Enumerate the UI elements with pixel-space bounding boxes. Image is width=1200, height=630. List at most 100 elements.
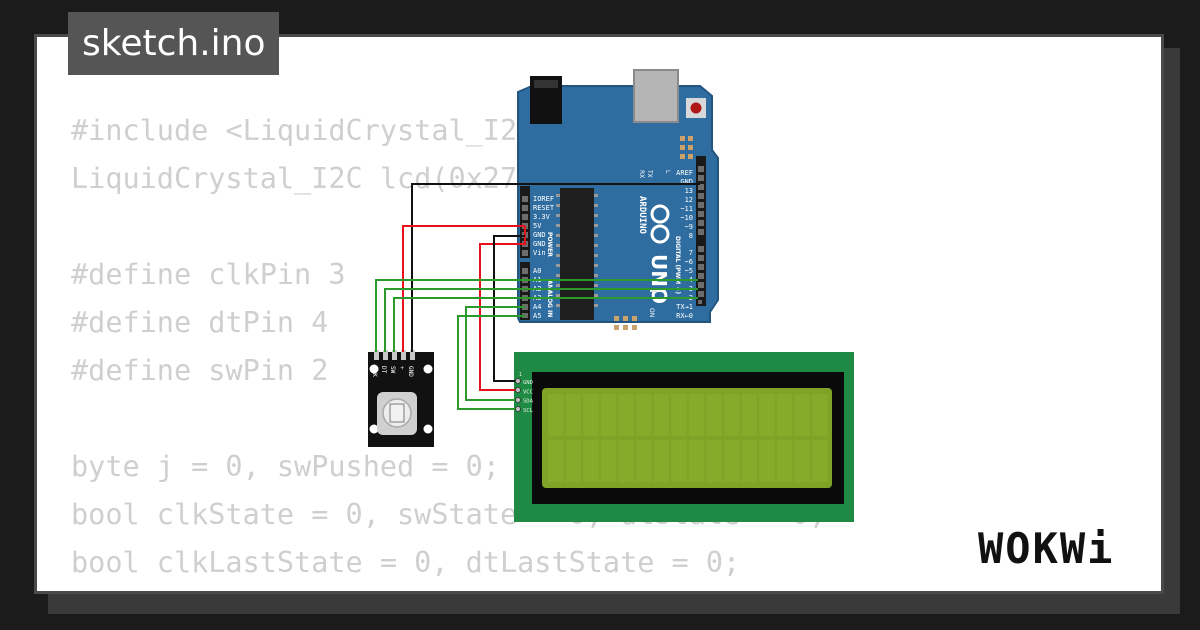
code-line: bool clkLastState = 0, dtLastState = 0; [71, 546, 741, 579]
svg-text:UNO: UNO [647, 254, 671, 304]
power-pin-label: 5V [533, 222, 542, 230]
digital-label: DIGITAL (PWM ~) [674, 236, 681, 294]
wire-encoder-vcc[interactable] [402, 225, 525, 352]
lcd-pin-label: SDA [523, 399, 534, 405]
digital-pin-label: ~6 [685, 258, 693, 266]
digital-pin-label: 7 [689, 249, 693, 257]
wire-lcd-vcc[interactable] [479, 226, 526, 391]
power-label: POWER [546, 232, 553, 257]
atmega-chip [556, 188, 598, 320]
lcd-pin-label: GND [523, 380, 533, 386]
wire-lcd-sda[interactable] [465, 306, 525, 401]
reset-button[interactable] [686, 98, 706, 118]
wires [375, 183, 700, 410]
code-line: #define clkPin 3 [71, 258, 346, 291]
arduino-model-text: UNO [647, 254, 671, 304]
digital-pin-label: TX→1 [676, 303, 693, 311]
rx-label: RX [638, 170, 645, 178]
power-pin-label: 3.3V [533, 213, 551, 221]
lcd-char-cell [688, 440, 705, 482]
lcd-char-cell [812, 394, 828, 436]
mount-hole-icon [369, 364, 379, 374]
lcd-character-grid [548, 394, 828, 482]
digital-pin-label: ~9 [685, 223, 693, 231]
mount-hole-icon [423, 364, 433, 374]
project-title[interactable]: sketch.ino [68, 12, 280, 75]
lcd-char-cell [812, 440, 828, 482]
lcd-char-cell [688, 394, 705, 436]
digital-pin-label: ~5 [685, 267, 693, 275]
lcd-char-cell [653, 440, 670, 482]
encoder-header [374, 350, 415, 360]
code-line: byte j = 0, swPushed = 0; [71, 450, 500, 483]
digital-pin-label: 8 [689, 232, 693, 240]
mount-hole-icon [423, 424, 433, 434]
power-pin-label: Vin [533, 249, 546, 257]
encoder-pin-label: DT [380, 366, 387, 374]
lcd-char-cell [759, 440, 775, 482]
lcd-char-cell [706, 440, 722, 482]
digital-pin-label: ~10 [680, 214, 693, 222]
lcd-char-cell [548, 394, 564, 436]
svg-text:ARDUINO: ARDUINO [637, 196, 647, 235]
lcd-char-cell [618, 440, 634, 482]
power-pin-label: GND [533, 231, 546, 239]
lcd-char-cell [724, 440, 740, 482]
code-line: #define swPin 2 [71, 354, 329, 387]
wire-encoder-dt[interactable] [384, 288, 698, 352]
lcd-char-cell [636, 394, 652, 436]
digital-pin-label: ~11 [680, 205, 693, 213]
lcd-char-cell [724, 394, 740, 436]
encoder-knob-icon[interactable] [377, 392, 417, 435]
analog-pin-label: A5 [533, 312, 541, 320]
lcd-char-cell [671, 440, 687, 482]
lcd-char-cell [548, 440, 564, 482]
tx-label: TX [646, 169, 653, 178]
lcd-char-cell [706, 394, 722, 436]
wire-encoder-clk[interactable] [375, 279, 698, 352]
analog-pin-label: A4 [533, 303, 541, 311]
l-label: L [664, 170, 671, 174]
lcd-char-cell [583, 394, 599, 436]
encoder-pin-label: + [398, 366, 405, 370]
digital-pin-label: RX←0 [676, 312, 693, 320]
icsp-header-bottom [614, 316, 637, 330]
digital-pin-label: 13 [685, 187, 693, 195]
arduino-uno-board[interactable]: ARDUINO UNO ON RX TX L IOREFRESET3.3V5VG… [517, 69, 719, 330]
wire-encoder-gnd[interactable] [411, 183, 700, 352]
wire-endpoints [515, 378, 521, 412]
arduino-brand-text: ARDUINO [637, 196, 647, 235]
arduino-logo-icon [650, 204, 670, 244]
lcd-char-cell [794, 440, 810, 482]
lcd-char-cell [636, 440, 652, 482]
encoder-pin-label: CLK [371, 366, 378, 377]
lcd-char-cell [618, 394, 634, 436]
lcd-char-cell [776, 394, 793, 436]
lcd-pin-label: VCC [523, 389, 533, 395]
digital-pin-label: GND [680, 178, 693, 186]
lcd-module[interactable]: 1 GND VCC SDA SCL [514, 352, 854, 522]
digital-pin-label: 12 [685, 196, 693, 204]
lcd-char-cell [794, 394, 810, 436]
code-line: #define dtPin 4 [71, 306, 329, 339]
analog-pin-label: A0 [533, 267, 541, 275]
wire-lcd-scl[interactable] [457, 315, 525, 410]
lcd-char-cell [600, 394, 617, 436]
lcd-char-cell [741, 394, 758, 436]
usb-port [633, 69, 679, 123]
lcd-char-cell [600, 440, 617, 482]
lcd-char-cell [741, 440, 758, 482]
wire-lcd-gnd[interactable] [493, 235, 525, 382]
lcd-pin-label: SCL [523, 408, 534, 414]
lcd-pin-number: 1 [519, 372, 522, 378]
power-pin-label: GND [533, 240, 546, 248]
power-pin-label: IOREF [533, 195, 554, 203]
lcd-char-cell [759, 394, 775, 436]
wire-encoder-sw[interactable] [393, 297, 698, 352]
wokwi-logo[interactable]: WOKWi [978, 524, 1115, 573]
lcd-char-cell [776, 440, 793, 482]
